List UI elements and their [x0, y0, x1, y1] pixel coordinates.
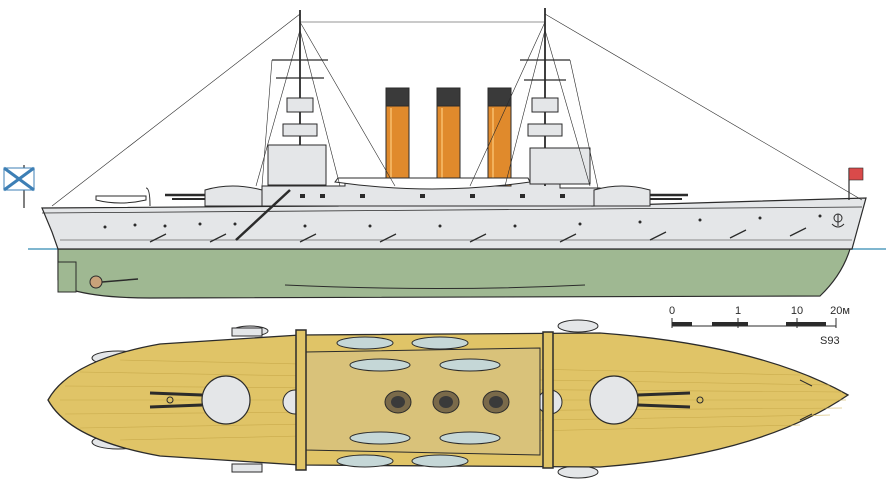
funnel-icon [385, 87, 410, 187]
propeller-shaft [101, 278, 139, 283]
aft-turret-plan [149, 375, 251, 425]
rudder [57, 261, 77, 293]
deck-boats [336, 336, 501, 468]
hull-ports [103, 214, 822, 229]
propeller-icon [89, 275, 103, 289]
stern-ensign-icon [3, 165, 35, 208]
scale-bar: 0 1 10 20м S93 [669, 305, 850, 347]
boat-davit [145, 187, 151, 207]
fore-turret-plan [589, 375, 691, 425]
figure-code: S93 [820, 335, 840, 347]
deck-plan [47, 319, 850, 479]
bilge-keel [284, 284, 586, 289]
scale-tick-0: 0 [669, 305, 675, 317]
masts-plan [295, 329, 554, 471]
deck-line [41, 206, 863, 214]
scale-tick-1: 1 [735, 305, 741, 317]
stern-boat [95, 195, 147, 204]
masts [267, 8, 591, 186]
deck-fittings [166, 327, 813, 473]
superstructure-windows [300, 194, 565, 198]
funnel-icon [436, 87, 461, 187]
rigging [51, 13, 863, 207]
anchor-icon [831, 213, 845, 228]
hull-gun-ports [149, 227, 807, 243]
jack-flag-icon [848, 167, 864, 200]
fore-main-turret [593, 185, 688, 207]
funnel-icon [487, 87, 512, 187]
aft-main-turret [165, 185, 263, 207]
funnels [385, 87, 512, 187]
lower-hull [57, 248, 851, 299]
ladder [235, 189, 291, 241]
scale-tick-10: 10 [791, 305, 803, 317]
side-profile [3, 8, 886, 299]
scale-tick-20: 20м [830, 305, 850, 317]
